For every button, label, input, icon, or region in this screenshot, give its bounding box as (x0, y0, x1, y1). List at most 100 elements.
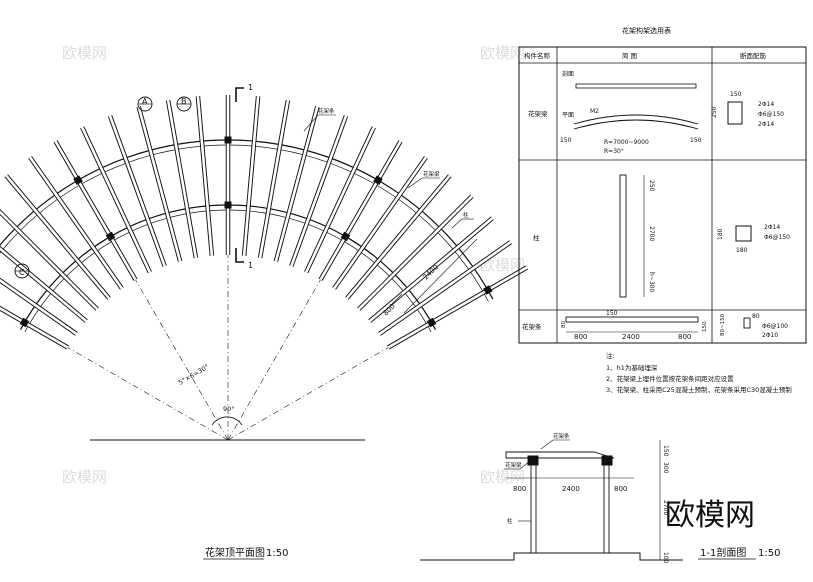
angle-arc (211, 416, 243, 426)
slat-fill (5, 174, 111, 300)
slat-fill (0, 306, 69, 349)
slat-fill (368, 217, 494, 323)
beam-elev-label: 剖面 (562, 70, 574, 78)
col-sec-side: 180 (717, 228, 724, 240)
watermark: 欧模网 (480, 256, 525, 274)
section-dim-800b: 800 (614, 485, 627, 493)
strip-dim-80: 80 (561, 321, 567, 328)
dim-plan-overhang: 800 (382, 302, 397, 317)
plan-view (0, 87, 528, 441)
strip-section (743, 317, 751, 329)
section-scale: 1:50 (758, 548, 780, 559)
strip-dim-800b: 800 (678, 333, 691, 341)
column-marker (73, 175, 83, 185)
note-3: 3、花架梁、柱采用C25混凝土预制，花架条采用C30混凝土预制 (606, 385, 792, 394)
strip-dim-80-150: 80~150 (720, 313, 726, 336)
slat-fill (290, 115, 348, 267)
header-sketch: 简 图 (622, 51, 637, 60)
beam-plan-curve-inner (573, 119, 699, 130)
section-title: 1-1剖面图 (700, 546, 746, 559)
column-marker (224, 201, 232, 209)
slat-fill (319, 140, 402, 281)
strip-dim-2400: 2400 (622, 333, 640, 341)
strip-dim-800a: 800 (574, 333, 587, 341)
member-table: 花架构架选用表 构件名称 简 图 断面配筋 花架梁 剖面 平面 M2 R=700… (518, 26, 807, 344)
column-marker (105, 231, 116, 242)
column-marker (483, 285, 493, 295)
slat-fill (242, 96, 260, 256)
axis-c: C (14, 263, 30, 279)
col-stirrup: Φ6@150 (764, 234, 790, 241)
slat-fill (54, 140, 137, 281)
col-dim-h: h~300 (648, 272, 655, 292)
row-column-name: 柱 (533, 233, 540, 242)
slat-fill (196, 96, 214, 256)
pergola-slats (0, 95, 528, 350)
beam-stirrup: Φ6@150 (758, 111, 784, 118)
strip-rebar: 2Φ10 (762, 332, 778, 339)
section-cut-bottom (235, 248, 244, 263)
section-mark-top: 1 (248, 83, 253, 92)
slat-fill (137, 106, 182, 262)
slat-fill (387, 266, 528, 349)
slat-fill (29, 156, 123, 290)
column-marker (340, 231, 351, 242)
section-dim-2400: 2400 (562, 485, 580, 493)
axis-b-label: B (181, 97, 187, 106)
header-rebar: 断面配筋 (740, 51, 767, 60)
column-elevation (619, 174, 627, 298)
slat-fill (108, 115, 166, 267)
strip-elevation (565, 316, 699, 323)
dim-angle-spacing: 5°×6=30° (177, 363, 210, 387)
section-label-strip: 花架条 (553, 432, 570, 440)
beam-rebar-top: 2Φ14 (758, 101, 774, 108)
slat-fill (305, 126, 375, 273)
notes: 注: 1、h1为基础埋深 2、花架梁上埋件位置按花架条间距对应设置 3、花架梁、… (606, 351, 792, 394)
note-1: 1、h1为基础埋深 (606, 363, 658, 372)
note-2: 2、花架梁上埋件位置按花架条间距对应设置 (606, 374, 734, 383)
column-marker (19, 317, 30, 328)
beam-section (727, 101, 743, 125)
beam-dim-150a: 150 (560, 137, 572, 144)
slat-fill (258, 100, 290, 259)
section-mark-bottom: 1 (248, 261, 253, 270)
watermark: 欧模网 (480, 44, 525, 62)
section-cut-top (235, 87, 244, 102)
slat-fill (0, 210, 99, 311)
slat-fill (81, 126, 151, 273)
slat-fill (378, 241, 512, 335)
slat-fill (357, 195, 473, 311)
row-beam-name: 花架梁 (528, 109, 548, 118)
slat-fill (0, 278, 78, 335)
beam-angle: R=30° (604, 148, 624, 155)
strip-sec-80: 80 (752, 313, 760, 320)
section-beam-left (527, 455, 539, 466)
beam-m-label: M2 (590, 108, 599, 115)
slat-fill (166, 100, 198, 259)
beam-dim-150b: 150 (690, 137, 702, 144)
column-marker (224, 136, 232, 144)
col-rebar: 2Φ14 (764, 224, 780, 231)
section-dim-150: 150 (662, 445, 669, 457)
column-marker (426, 317, 437, 328)
watermark: 欧模网 (62, 468, 107, 486)
dim-angle-90: 90° (223, 405, 235, 413)
beam-sec-height: 250 (711, 106, 718, 118)
slat-fill (0, 246, 88, 323)
section-beam-right (601, 455, 613, 466)
section-ground (420, 552, 683, 561)
slat-fill (345, 174, 451, 300)
column-section (735, 225, 752, 242)
section-view (420, 440, 683, 561)
beam-radius: R=7000~9000 (604, 139, 649, 146)
beam-plan-label: 平面 (562, 112, 574, 119)
label-beam: 花架梁 (423, 170, 440, 178)
col-dim-2700: 2700 (648, 226, 655, 241)
beam-plan-curve-outer (573, 114, 699, 125)
plan-title: 花架顶平面图 (205, 546, 265, 559)
beam-rebar-bot: 2Φ14 (758, 121, 774, 128)
section-label-column: 柱 (507, 517, 513, 525)
table-title: 花架构架选用表 (622, 26, 671, 35)
notes-title: 注: (606, 351, 615, 360)
